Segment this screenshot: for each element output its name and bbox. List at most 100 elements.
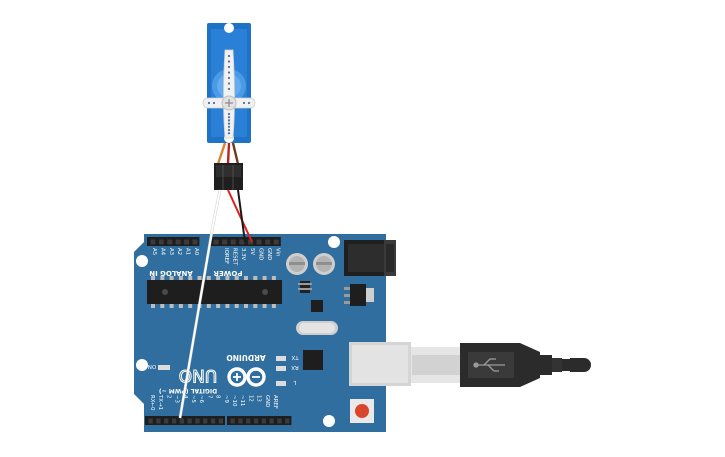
analog-header[interactable] [147, 237, 200, 246]
header-pin-socket[interactable] [253, 418, 259, 424]
power-label: POWER [213, 269, 243, 277]
pin-label: AREF [272, 395, 278, 409]
usb-symbol-icon [473, 358, 505, 372]
pin-label: 12 [247, 395, 253, 402]
ground-wire[interactable] [237, 189, 246, 243]
pin-label: 13 [256, 395, 262, 402]
header-pin-socket[interactable] [230, 239, 236, 245]
voltage-regulator [344, 284, 374, 306]
servo-connector [214, 163, 243, 190]
signal-wire[interactable] [179, 189, 221, 419]
pin-label: 5V [249, 248, 255, 255]
digital-header-left-housing [145, 416, 225, 425]
power-wire-5v[interactable] [227, 189, 253, 243]
analog-in-label: ANALOG IN [149, 269, 193, 277]
header-pin-socket[interactable] [150, 239, 156, 245]
pin-label: 3.3V [240, 248, 246, 261]
pin-label: GND [264, 395, 270, 407]
arduino-infinity-logo-icon [227, 367, 266, 387]
pin-label: Vin [275, 248, 281, 256]
model-label: UNO [179, 365, 218, 385]
svg-text:TX: TX [291, 354, 299, 360]
svg-text:RX: RX [291, 364, 299, 370]
digital-label: DIGITAL (PWM ~) [159, 387, 217, 394]
header-pin-socket[interactable] [164, 418, 169, 424]
header-pin-socket[interactable] [273, 239, 279, 245]
header-pin-socket[interactable] [222, 239, 228, 245]
pin-label: A5 [151, 248, 157, 255]
pin-label: A1 [185, 248, 191, 255]
header-pin-socket[interactable] [238, 418, 243, 424]
usb-cable[interactable] [410, 343, 591, 387]
smd-chip [311, 300, 323, 312]
header-pin-socket[interactable] [247, 239, 253, 245]
header-pin-socket[interactable] [187, 418, 192, 424]
header-pin-socket[interactable] [184, 239, 189, 245]
mounting-hole [323, 415, 335, 427]
header-pin-socket[interactable] [256, 239, 262, 245]
header-pin-socket[interactable] [171, 418, 177, 424]
wires[interactable] [178, 189, 253, 419]
smd-component [298, 281, 312, 293]
pin-label: 2 [165, 395, 171, 398]
header-pin-socket[interactable] [175, 239, 181, 245]
header-pin-socket[interactable] [261, 418, 266, 424]
header-pin-socket[interactable] [195, 418, 200, 424]
brand-label: ARDUINO [226, 353, 265, 362]
power-jack [344, 240, 396, 276]
pin-label: GND [257, 248, 263, 260]
usb-b-socket[interactable] [349, 342, 411, 386]
pin-label: ~3 [174, 395, 180, 403]
mounting-hole [328, 236, 340, 248]
header-pin-socket[interactable] [218, 418, 223, 424]
usb-cable-end [570, 358, 591, 372]
header-pin-socket[interactable] [285, 418, 290, 424]
servo-leads [216, 142, 240, 165]
pin-label: A4 [159, 248, 165, 256]
svg-text:L: L [293, 379, 297, 385]
header-pin-socket[interactable] [203, 418, 208, 424]
pin-label: 8 [215, 395, 221, 399]
digital-header[interactable] [145, 416, 292, 425]
header-pin-socket[interactable] [265, 239, 271, 245]
header-pin-socket[interactable] [156, 418, 161, 424]
servo-horn[interactable] [202, 49, 256, 139]
header-pin-socket[interactable] [269, 418, 274, 424]
header-pin-socket[interactable] [239, 239, 245, 245]
header-pin-socket[interactable] [192, 239, 198, 245]
header-pin-socket[interactable] [277, 418, 282, 424]
pin-label: ~6 [198, 395, 204, 404]
micro-servo-motor[interactable] [202, 23, 256, 190]
analog-header-housing [147, 237, 200, 246]
led-on: ON [148, 363, 170, 370]
pin-label: RX←0 [149, 395, 155, 411]
header-pin-socket[interactable] [246, 418, 251, 424]
pin-label: A0 [193, 248, 199, 256]
header-pin-socket[interactable] [213, 239, 219, 245]
header-pin-socket[interactable] [167, 239, 173, 245]
header-pin-socket[interactable] [210, 418, 216, 424]
header-pin-socket[interactable] [230, 418, 235, 424]
pin-label: ~10 [231, 395, 237, 407]
led-rx: RX [276, 364, 299, 371]
crystal-oscillator [296, 321, 338, 335]
led-l: L [276, 379, 297, 386]
mounting-hole [136, 359, 148, 371]
header-pin-socket[interactable] [179, 418, 184, 424]
capacitor [286, 253, 308, 275]
svg-text:ON: ON [148, 363, 156, 369]
pin-label: ~5 [190, 395, 196, 403]
pin-label: RESET [232, 248, 238, 266]
digital-header-right-housing [227, 416, 292, 425]
header-pin-socket[interactable] [148, 418, 153, 424]
pin-label: A3 [168, 248, 174, 255]
header-pin-socket[interactable] [158, 239, 164, 245]
pin-label: ~9 [223, 395, 229, 404]
usb-interface-chip [303, 350, 323, 370]
pin-label: ~11 [239, 395, 245, 406]
reset-button[interactable] [350, 399, 374, 423]
